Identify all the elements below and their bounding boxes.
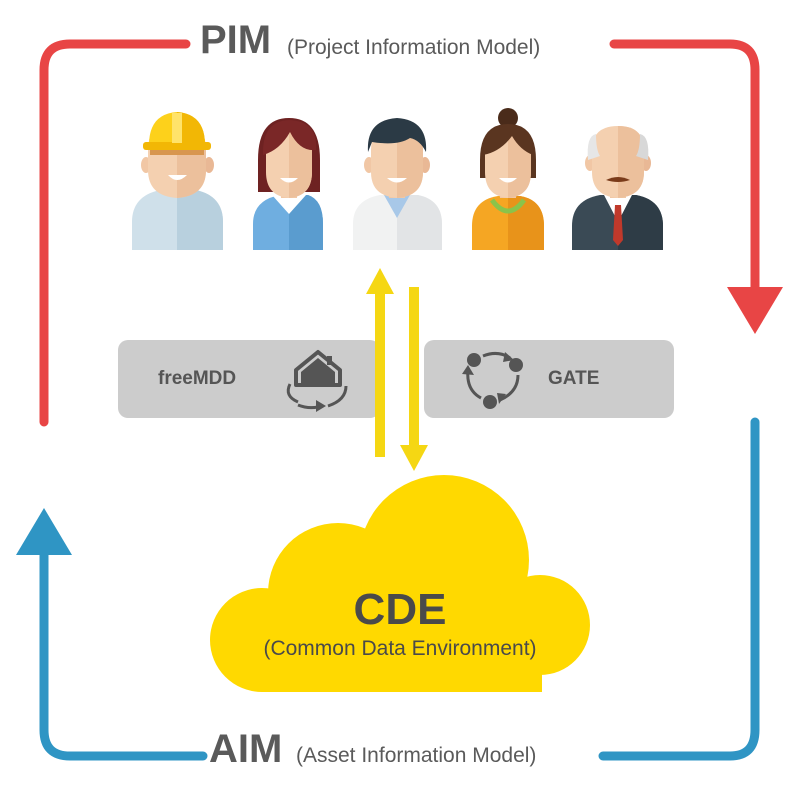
pim-subtitle: (Project Information Model) [287,36,541,59]
pim-loop-left-line [39,39,191,427]
elderly-businessman-icon [572,126,663,250]
cycle-icon [462,351,523,409]
construction-worker-icon [132,112,223,250]
stakeholder-row [132,108,663,250]
man-engineer-icon [353,118,442,250]
cde-cloud [210,475,590,692]
aim-subtitle: (Asset Information Model) [296,744,537,767]
download-arrowhead [400,445,428,471]
upload-arrow-shaft [375,292,385,457]
aim-loop-right-line [598,417,760,761]
aim-loop-up-arrowhead [16,508,72,555]
cde-title: CDE [353,585,447,634]
tool-bar-left-panel [118,340,380,418]
pim-loop [39,39,783,427]
freemdd-label: freeMDD [158,368,237,389]
aim-title: AIM [209,727,283,771]
gate-label: GATE [548,368,600,389]
pim-loop-right-line [609,39,760,295]
cde-subtitle: (Common Data Environment) [263,637,537,660]
aim-loop [16,417,760,761]
aim-loop-left-line [39,547,208,761]
tool-bar [118,340,674,418]
woman-office-worker-icon [253,118,323,250]
exchange-arrows [366,268,428,471]
download-arrow-shaft [409,287,419,447]
pim-title: PIM [200,18,272,62]
house-rotate-icon [286,350,348,412]
woman-casual-icon [472,108,544,250]
upload-arrowhead [366,268,394,294]
pim-loop-down-arrowhead [727,287,783,334]
